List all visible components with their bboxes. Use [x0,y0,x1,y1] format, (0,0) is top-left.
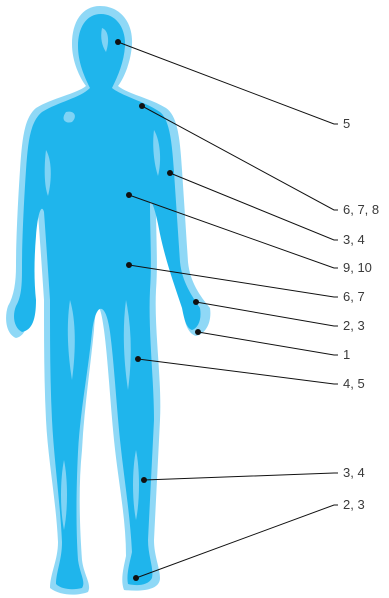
anchor-dot-3 [167,170,173,176]
anchor-dot-2 [139,103,145,109]
callout-label-8: 4, 5 [343,376,365,391]
leader-line-8 [138,359,338,384]
leader-line-3 [170,173,338,240]
callout-label-10: 2, 3 [343,497,365,512]
leader-line-10 [136,505,338,578]
anchor-dot-7 [195,329,201,335]
leader-line-9 [144,473,338,480]
leader-line-7 [198,332,338,355]
anchor-dot-6 [193,299,199,305]
human-figure [6,6,210,595]
callout-label-3: 3, 4 [343,232,365,247]
callout-label-1: 5 [343,116,350,131]
callout-label-2: 6, 7, 8 [343,202,379,217]
leader-line-6 [196,302,338,326]
callout-label-9: 3, 4 [343,465,365,480]
anchor-dot-5 [126,262,132,268]
anchor-dot-4 [126,192,132,198]
anchor-dot-1 [115,39,121,45]
figure-body [14,14,201,589]
callout-labels: 5 6, 7, 8 3, 4 9, 10 6, 7 2, 3 1 4, 5 3,… [343,116,379,512]
callout-label-4: 9, 10 [343,260,372,275]
leader-line-5 [129,265,338,297]
anchor-dot-9 [141,477,147,483]
callout-label-5: 6, 7 [343,289,365,304]
anchor-dot-8 [135,356,141,362]
callout-label-6: 2, 3 [343,318,365,333]
anchor-dot-10 [133,575,139,581]
callout-label-7: 1 [343,347,350,362]
